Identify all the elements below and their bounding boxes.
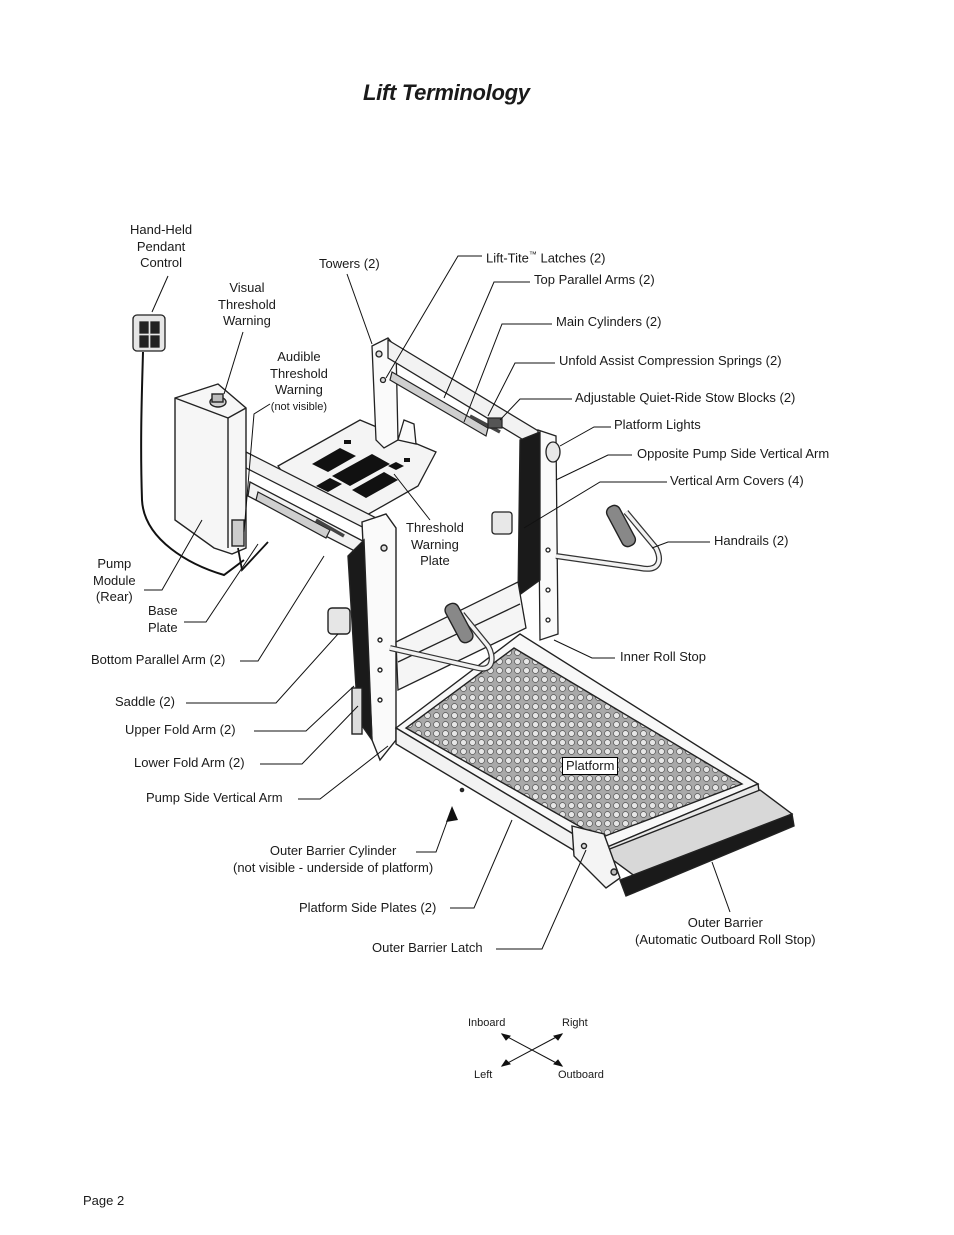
label-visual-threshold: Visual Threshold Warning (218, 280, 276, 328)
label-stow-blocks: Adjustable Quiet-Ride Stow Blocks (2) (575, 390, 796, 405)
label-handrails: Handrails (2) (714, 533, 789, 548)
platform-drawing (394, 633, 795, 897)
label-pump-module: Pump Module (Rear) (93, 556, 136, 604)
label-threshold-plate: Threshold Warning Plate (406, 520, 464, 568)
opposite-vertical-arm-drawing (491, 429, 561, 641)
page-title: Lift Terminology (363, 80, 530, 105)
compass-outboard: Outboard (558, 1069, 604, 1081)
label-top-parallel-arms: Top Parallel Arms (2) (534, 272, 655, 287)
leader-lines (144, 255, 731, 950)
pump-module-drawing (174, 383, 269, 572)
label-towers: Towers (2) (319, 256, 380, 271)
label-platform-side-plates: Platform Side Plates (2) (299, 900, 437, 915)
label-saddle: Saddle (2) (115, 694, 175, 709)
label-inner-roll-stop: Inner Roll Stop (620, 649, 706, 664)
label-opposite-vertical-arm: Opposite Pump Side Vertical Arm (637, 446, 830, 461)
label-audible-threshold: Audible Threshold Warning (not visible) (270, 349, 328, 413)
label-lower-fold-arm: Lower Fold Arm (2) (134, 755, 245, 770)
label-bottom-parallel-arm: Bottom Parallel Arm (2) (91, 652, 226, 667)
left-handrail-drawing (389, 602, 495, 672)
compass-arrows (500, 1033, 564, 1067)
label-platform-lights: Platform Lights (614, 417, 701, 432)
main-cylinder-drawing (255, 371, 503, 539)
arrow-head (446, 806, 458, 822)
label-unfold-assist-springs: Unfold Assist Compression Springs (2) (559, 353, 782, 368)
pump-side-vertical-arm-drawing (327, 513, 397, 762)
label-pump-side-vertical-arm: Pump Side Vertical Arm (146, 790, 283, 805)
trademark-symbol: ™ (528, 250, 537, 259)
label-platform: Platform (562, 757, 619, 775)
label-lift-tite-latches: Lift-Tite™ Latches (2) (486, 250, 606, 266)
label-outer-barrier-latch: Outer Barrier Latch (372, 940, 483, 955)
label-main-cylinders: Main Cylinders (2) (556, 314, 662, 329)
label-outer-barrier-cylinder: Outer Barrier Cylinder (not visible - un… (233, 843, 434, 875)
compass-right: Right (562, 1017, 588, 1029)
compass-inboard: Inboard (468, 1017, 506, 1029)
rear-tower-drawing (371, 337, 417, 449)
label-base-plate: Base Plate (148, 603, 178, 635)
label-vertical-arm-covers: Vertical Arm Covers (4) (670, 473, 804, 488)
label-upper-fold-arm: Upper Fold Arm (2) (125, 722, 236, 737)
label-outer-barrier: Outer Barrier (Automatic Outboard Roll S… (635, 915, 816, 947)
compass-left: Left (474, 1069, 493, 1081)
label-hand-held-pendant: Hand-Held Pendant Control (130, 222, 193, 270)
pendant-control-drawing (132, 314, 245, 577)
page-number: Page 2 (83, 1193, 125, 1208)
right-handrail-drawing (555, 504, 662, 572)
